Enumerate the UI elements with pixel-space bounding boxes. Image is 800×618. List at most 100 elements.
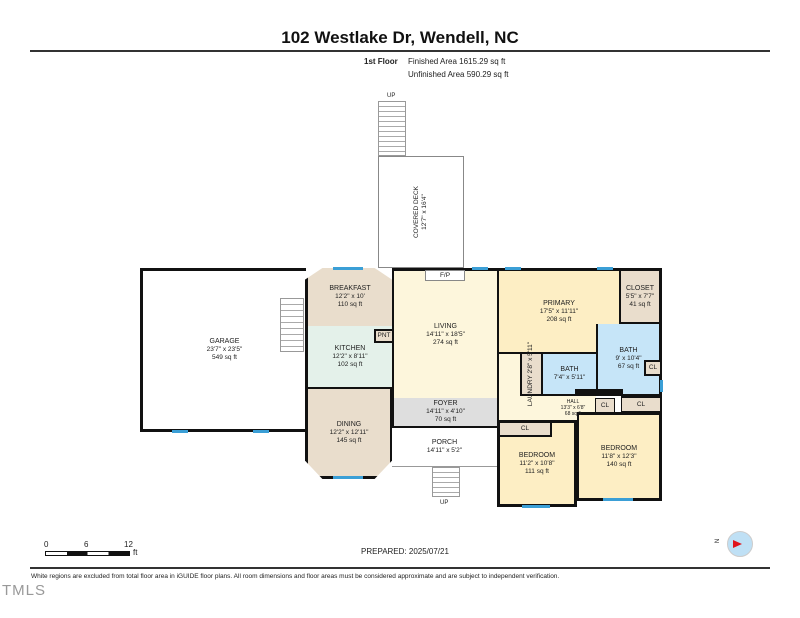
room-dim: 12'2" x 8'11" [332, 352, 368, 360]
room-name: BATH [560, 366, 579, 373]
room-area: 549 sq ft [212, 354, 237, 361]
room-name: CL [648, 364, 658, 371]
room-name: GARAGE [209, 338, 240, 345]
compass-icon [727, 531, 753, 557]
closet-bath: CL [644, 360, 660, 376]
room-area: 68 sq ft [564, 411, 582, 417]
room-name: KITCHEN [334, 344, 366, 352]
fireplace: F/P [425, 270, 465, 281]
deck-stairs-label: UP [387, 93, 396, 99]
room-name: BEDROOM [518, 451, 556, 459]
room-dim: 23'7" x 23'5" [206, 346, 243, 353]
tmls-logo: TMLS [2, 582, 47, 599]
window [253, 430, 269, 433]
scale-label-0: 0 [44, 540, 49, 549]
garage-stairs [280, 298, 304, 352]
room-dim: 17'5" x 11'11" [539, 307, 579, 315]
room-area: 140 sq ft [606, 460, 632, 468]
footer-divider [30, 567, 770, 569]
room-dim: 5'5" x 7'7" [625, 292, 655, 300]
room-dim: 9' x 10'4" [615, 355, 642, 362]
room-area: 70 sq ft [434, 416, 457, 423]
room-name: DINING [336, 420, 362, 428]
scale-unit: ft [133, 548, 138, 557]
room-name: LAUNDRY [527, 375, 535, 407]
room-area: 41 sq ft [629, 300, 651, 308]
deck-stairs [378, 101, 406, 156]
room-name: PORCH [431, 439, 458, 446]
room-name: CLOSET [625, 284, 654, 292]
room-area: 102 sq ft [337, 360, 363, 368]
disclaimer: White regions are excluded from total fl… [31, 573, 560, 580]
closet-hall: CL [595, 398, 615, 413]
room-name: BATH [619, 347, 638, 354]
unfinished-area: Unfinished Area 590.29 sq ft [408, 70, 509, 79]
porch-stairs-label: UP [440, 500, 449, 506]
window [522, 505, 550, 508]
room-dim: 14'11" x 5'2" [426, 447, 463, 454]
room-name: BREAKFAST [329, 285, 371, 292]
room-name: COVERED DECK [412, 185, 420, 239]
room-area: 208 sq ft [546, 315, 572, 323]
compass-label: N [715, 538, 722, 544]
closet-bedroom-2: CL [621, 396, 662, 413]
room-name: CL [636, 400, 646, 408]
room-area: 145 sq ft [336, 436, 362, 444]
room-name: PNT [377, 332, 391, 339]
room-dim: 14'11" x 18'5" [426, 330, 465, 338]
room-dim: 14'11" x 4'10" [426, 408, 465, 415]
room-dim: 11'8" x 12'3" [601, 452, 637, 460]
room-name: BEDROOM [600, 444, 638, 452]
scale-label-12: 12 [124, 540, 133, 549]
scale-label-6: 6 [84, 540, 89, 549]
window [333, 476, 363, 479]
room-dim: 12'2" x 10' [335, 293, 365, 300]
room-name: LIVING [434, 322, 457, 330]
room-area: 110 sq ft [337, 301, 363, 308]
window [333, 267, 363, 270]
room-name: PRIMARY [543, 299, 575, 307]
finished-area: Finished Area 1615.29 sq ft [408, 57, 506, 66]
window [472, 267, 488, 270]
room-dim: 2'8" x 5'11" [527, 341, 535, 374]
header-divider [30, 50, 770, 52]
room-laundry: LAUNDRY 2'8" x 5'11" [520, 342, 543, 406]
window [505, 267, 521, 270]
porch-stairs [432, 467, 460, 497]
window [172, 430, 188, 433]
window [603, 498, 633, 501]
room-dim: 12'7" x 16'4" [420, 194, 428, 230]
room-area: 274 sq ft [433, 338, 458, 346]
room-pantry: PNT [374, 329, 392, 343]
room-name: F/P [439, 271, 451, 279]
room-name: CL [600, 401, 610, 409]
room-hall-label: HALL 13'3" x 6'8" 68 sq ft [553, 399, 593, 417]
room-dim: 12'2" x 12'11" [329, 428, 369, 436]
room-area: 67 sq ft [617, 363, 640, 370]
room-dim: 11'2" x 10'8" [519, 459, 555, 467]
floor-label: 1st Floor [364, 57, 398, 66]
room-dim: 7'4" x 5'11" [553, 374, 586, 381]
closet-bedroom-1: CL [500, 423, 552, 437]
wall [575, 389, 623, 396]
room-name: FOYER [433, 400, 458, 407]
room-name: CL [520, 425, 530, 432]
window [597, 267, 613, 270]
page-title: 102 Westlake Dr, Wendell, NC [281, 28, 519, 47]
compass-needle-icon [733, 540, 742, 548]
prepared-date: PREPARED: 2025/07/21 [361, 547, 449, 556]
room-name: HALL [566, 399, 580, 405]
